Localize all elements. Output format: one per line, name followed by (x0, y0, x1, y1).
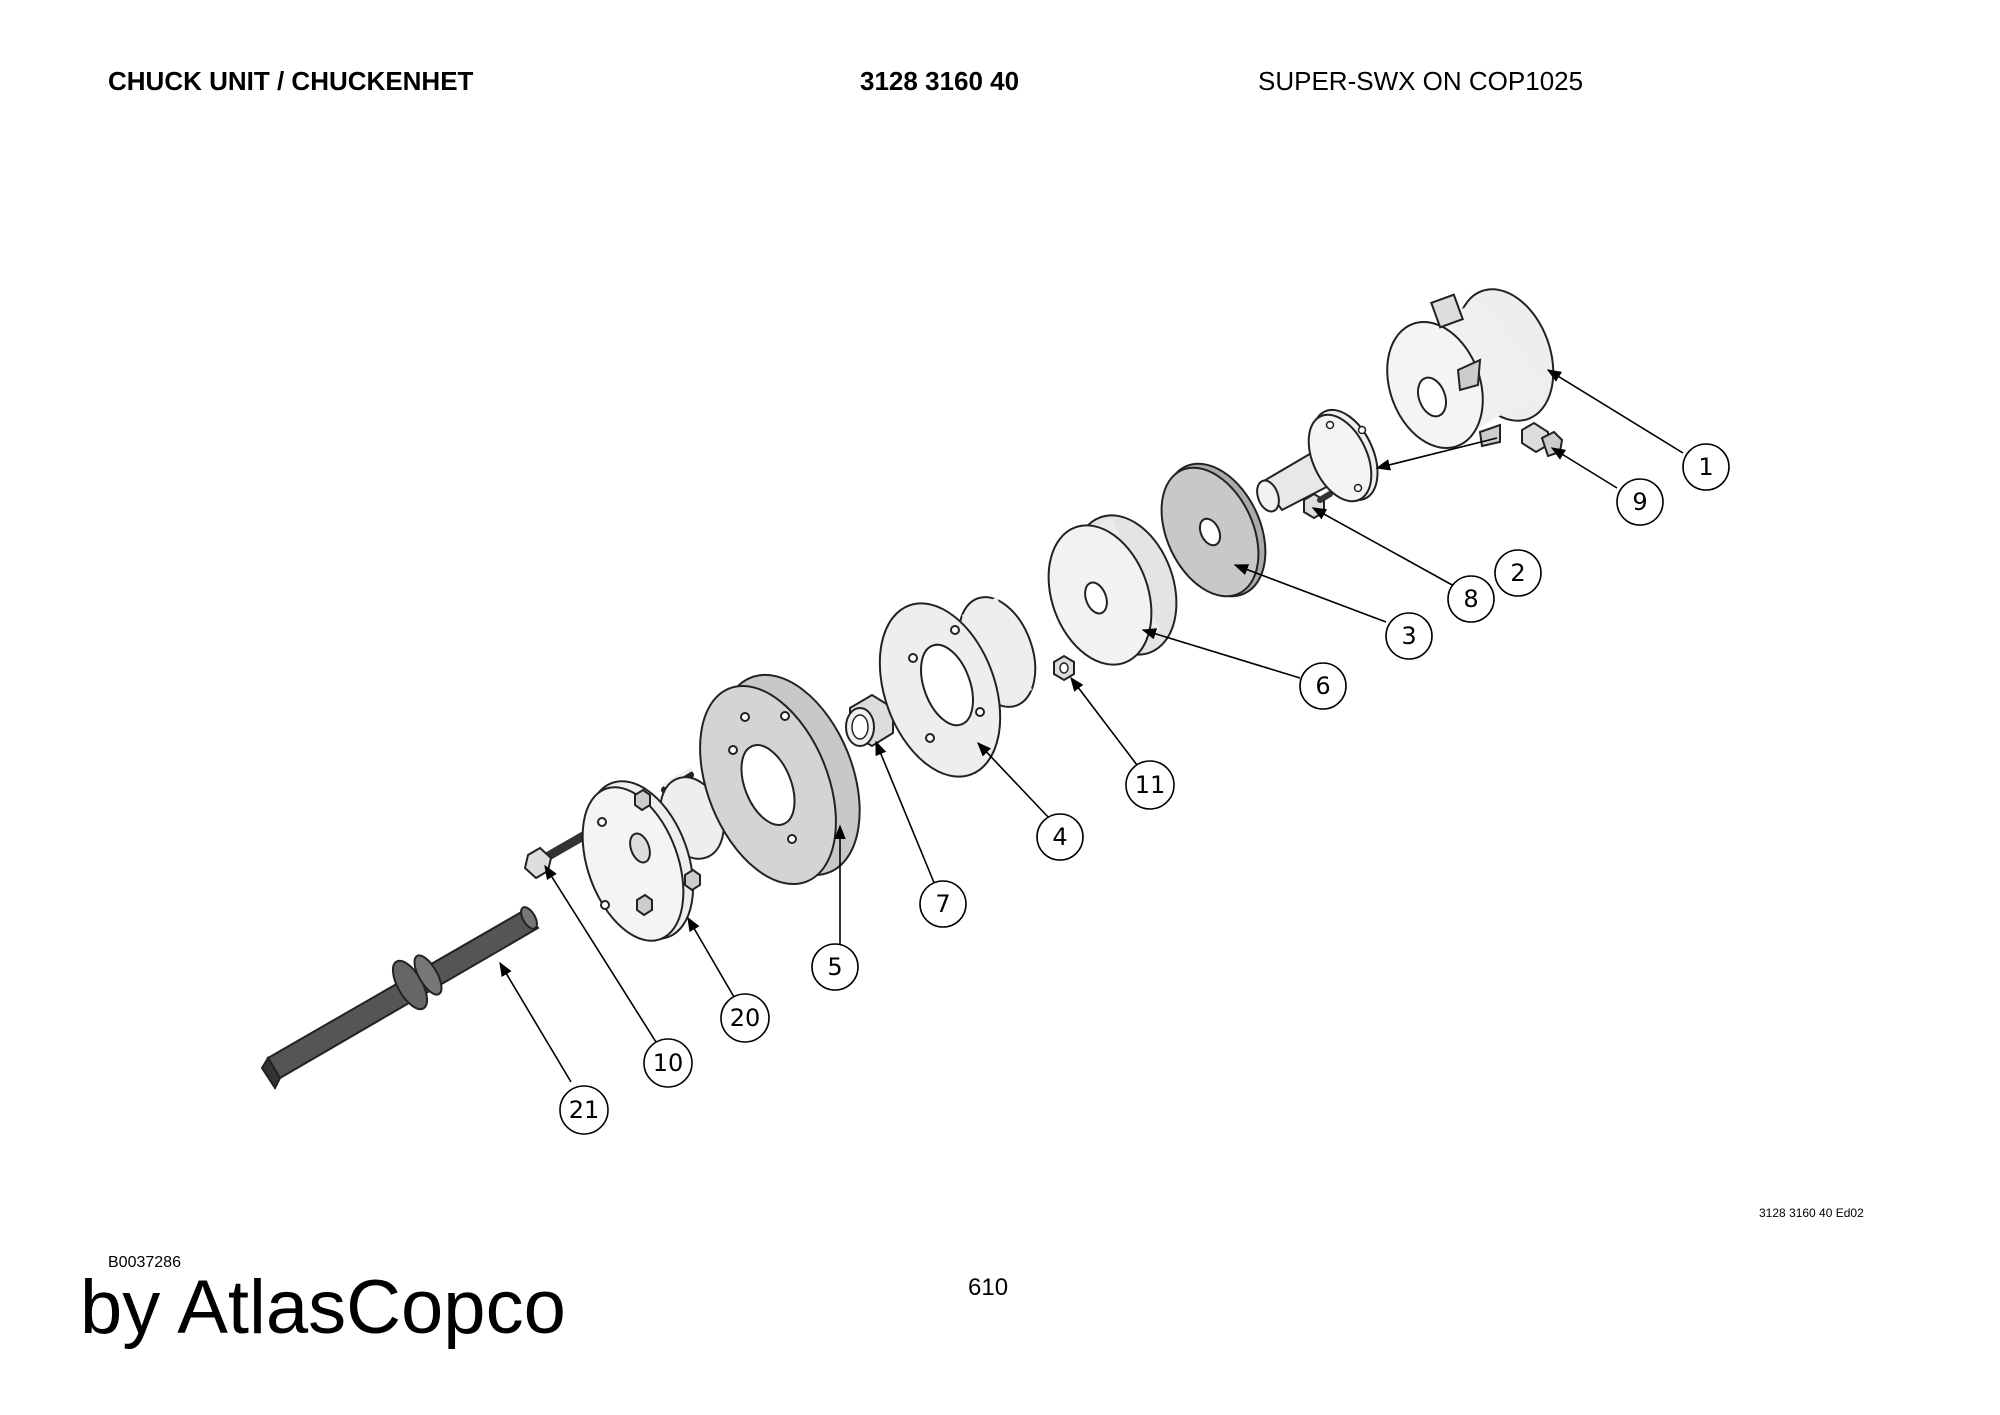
callout-11-text: 11 (1135, 771, 1166, 799)
part-21-shank-adapter (260, 906, 540, 1091)
leader-lines (499, 369, 1684, 1083)
part-2-shaft-flange (1256, 408, 1379, 513)
callout-20-text: 20 (730, 1004, 761, 1032)
callout-3: 3 (1385, 612, 1433, 660)
callout-9: 9 (1616, 478, 1664, 526)
callout-9-text: 9 (1632, 488, 1647, 516)
part-1-chuck-housing (1386, 288, 1555, 449)
part-20-flange (581, 768, 736, 942)
callout-11: 11 (1125, 760, 1175, 810)
part-3-washer (1160, 462, 1267, 598)
callout-6: 6 (1299, 662, 1347, 710)
callout-21: 21 (559, 1085, 609, 1135)
part-number: 3128 3160 40 (860, 66, 1020, 96)
part-5-ring (699, 673, 861, 886)
part-6-disc (1047, 514, 1178, 666)
callout-5-text: 5 (827, 953, 842, 981)
callout-21-text: 21 (569, 1096, 600, 1124)
callout-10-text: 10 (653, 1049, 684, 1077)
brand-logo-text: by AtlasCopco (80, 1265, 566, 1350)
part-7-nut (845, 693, 894, 748)
callout-7: 7 (919, 880, 967, 928)
callout-7-text: 7 (935, 890, 950, 918)
part-10-bolt (523, 830, 590, 880)
callout-3-text: 3 (1401, 622, 1416, 650)
callout-1-text: 1 (1698, 453, 1713, 481)
callout-8: 8 (1447, 575, 1495, 623)
callouts: 1 2 3 4 5 6 7 8 9 10 11 20 21 (559, 443, 1730, 1135)
callout-8-text: 8 (1463, 585, 1478, 613)
callout-20: 20 (720, 993, 770, 1043)
callout-1: 1 (1682, 443, 1730, 491)
callout-5: 5 (811, 943, 859, 991)
callout-2-text: 2 (1510, 559, 1525, 587)
model-name: SUPER-SWX ON COP1025 (1258, 66, 1584, 96)
part-4-flanged-sleeve (878, 596, 1037, 778)
page-number: 610 (968, 1274, 1009, 1301)
part-11-small-nut (1053, 654, 1075, 682)
callout-4: 4 (1036, 813, 1084, 861)
document-title: CHUCK UNIT / CHUCKENHET (108, 66, 474, 96)
callout-10: 10 (643, 1038, 693, 1088)
callout-4-text: 4 (1052, 823, 1067, 851)
callout-2: 2 (1494, 549, 1542, 597)
document-code: B0037286 (108, 1254, 181, 1271)
callout-6-text: 6 (1315, 672, 1330, 700)
drawing-edition-id: 3128 3160 40 Ed02 (1759, 1206, 1864, 1220)
